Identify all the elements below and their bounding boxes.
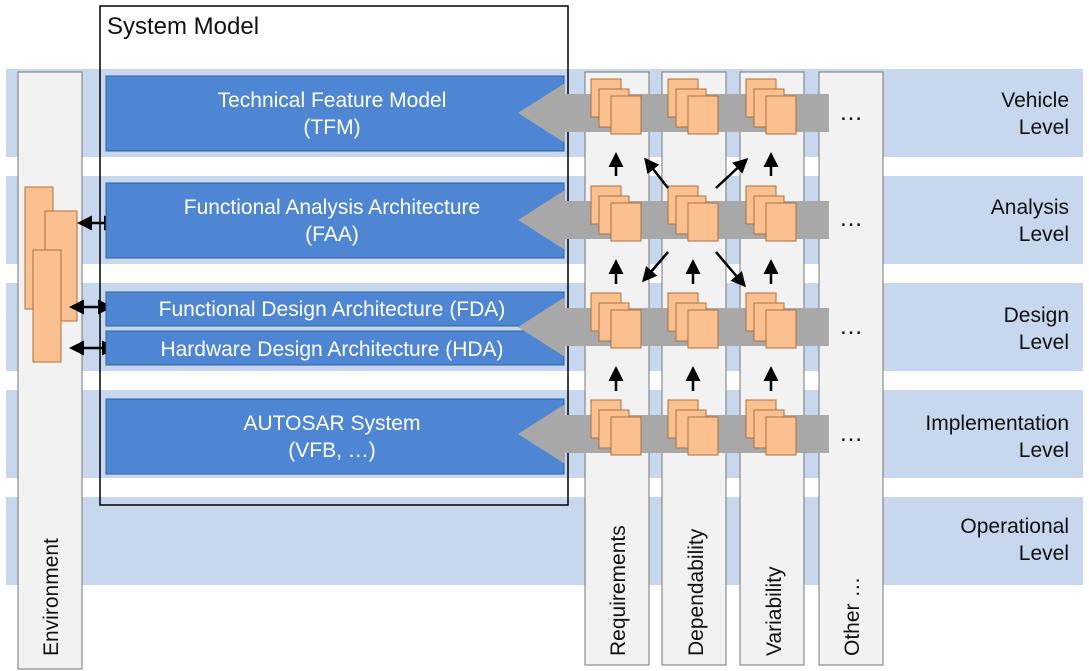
ellipsis-design: … bbox=[839, 313, 863, 340]
artifact-requirements-analysis bbox=[590, 185, 642, 242]
model-autosar-line2: (VFB, …) bbox=[288, 439, 376, 462]
model-box-hda bbox=[105, 330, 565, 366]
level-label-vehicle-1: Vehicle bbox=[1001, 89, 1069, 112]
model-boxes bbox=[105, 75, 565, 475]
model-autosar-line1: AUTOSAR System bbox=[244, 412, 421, 435]
level-label-vehicle-2: Level bbox=[1019, 116, 1069, 139]
system-model-frame bbox=[99, 5, 569, 506]
model-box-autosar bbox=[105, 398, 565, 475]
level-label-operational-1: Operational bbox=[960, 515, 1069, 538]
level-label-analysis-2: Level bbox=[1019, 223, 1069, 246]
artifact-dependability-vehicle bbox=[667, 78, 719, 135]
model-box-tfm bbox=[105, 75, 565, 152]
model-tfm-line2: (TFM) bbox=[303, 116, 360, 139]
column-label-variability: Variability bbox=[763, 566, 786, 656]
level-label-design-2: Level bbox=[1019, 331, 1069, 354]
ellipsis-implementation: … bbox=[839, 420, 863, 447]
level-label-design-1: Design bbox=[1004, 304, 1069, 327]
artifact-dependability-analysis bbox=[667, 185, 719, 242]
artifact-requirements-implementation bbox=[590, 399, 642, 456]
artifact-variability-implementation bbox=[745, 399, 797, 456]
model-faa-line2: (FAA) bbox=[305, 223, 359, 246]
column-label-dependability: Dependability bbox=[685, 528, 708, 656]
artifact-variability-vehicle bbox=[745, 78, 797, 135]
system-model-title: System Model bbox=[107, 13, 259, 40]
model-box-fda bbox=[105, 291, 565, 327]
environment-label: Environment bbox=[40, 538, 63, 656]
artifact-stacks bbox=[590, 78, 797, 456]
column-other bbox=[818, 71, 884, 666]
artifact-dependability-design bbox=[667, 292, 719, 349]
model-box-faa bbox=[105, 182, 565, 259]
environment-artifact-stack bbox=[24, 186, 78, 363]
ellipsis-vehicle: … bbox=[839, 99, 863, 126]
artifact-variability-design bbox=[745, 292, 797, 349]
column-label-other: Other … bbox=[841, 577, 864, 656]
model-tfm-line1: Technical Feature Model bbox=[218, 89, 447, 112]
model-hda-line1: Hardware Design Architecture (HDA) bbox=[160, 338, 503, 361]
environment-column bbox=[17, 71, 83, 670]
column-label-requirements: Requirements bbox=[607, 525, 630, 656]
level-label-implementation-1: Implementation bbox=[925, 412, 1069, 435]
artifact-variability-analysis bbox=[745, 185, 797, 242]
artifact-requirements-vehicle bbox=[590, 78, 642, 135]
artifact-dependability-implementation bbox=[667, 399, 719, 456]
model-faa-line1: Functional Analysis Architecture bbox=[184, 196, 480, 219]
level-band-operational bbox=[4, 495, 1085, 587]
model-fda-line1: Functional Design Architecture (FDA) bbox=[159, 298, 506, 321]
level-label-operational-2: Level bbox=[1019, 542, 1069, 565]
level-label-analysis-1: Analysis bbox=[991, 196, 1069, 219]
refinement-arrows bbox=[608, 152, 779, 391]
level-label-implementation-2: Level bbox=[1019, 439, 1069, 462]
artifact-requirements-design bbox=[590, 292, 642, 349]
ellipsis-analysis: … bbox=[839, 205, 863, 232]
